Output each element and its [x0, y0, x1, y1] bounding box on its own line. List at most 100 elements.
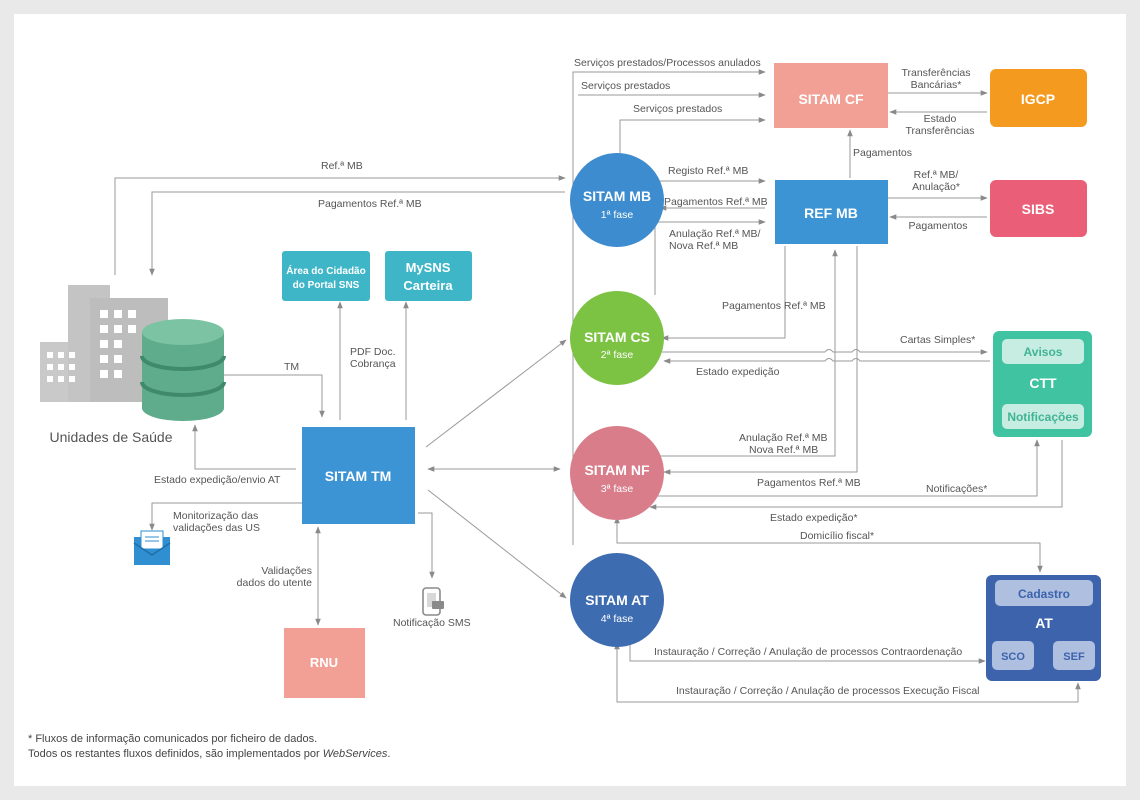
label-servicos-anulados: Serviços prestados/Processos anulados	[574, 57, 761, 69]
flow-pagamentos-ref-mb-left-line	[149, 191, 565, 276]
flow-cartas-simples-line	[662, 349, 988, 355]
label-cartas-simples: Cartas Simples*	[900, 334, 975, 346]
label-anulacao-l1: Anulação Ref.ª MB/	[669, 228, 761, 240]
sibs-box[interactable]: SIBS	[990, 180, 1087, 237]
label-estado-expedicao: Estado expedição	[696, 366, 780, 378]
flow-execucao-fiscal-line	[614, 642, 1081, 703]
footnote-line2-suffix: .	[387, 748, 390, 760]
flow-diagram: Serviços prestados/Processos anulados Se…	[28, 57, 1101, 760]
label-transferencias-l2: Bancárias*	[911, 79, 962, 91]
label-validacoes-l1: Validações	[261, 565, 312, 577]
label-monitorizacao-l1: Monitorização das	[173, 510, 258, 522]
label-domicilio-fiscal: Domicílio fiscal*	[800, 530, 874, 542]
diagram-frame: Serviços prestados/Processos anulados Se…	[14, 14, 1126, 786]
label-notificacoes: Notificações*	[926, 483, 987, 495]
area-cidadao-box[interactable]: Área do Cidadão do Portal SNS	[282, 251, 370, 301]
sitam-nf-circle[interactable]: SITAM NF 3ª fase	[570, 426, 664, 520]
at-label: AT	[1035, 615, 1053, 631]
ref-mb-label: REF MB	[804, 205, 858, 221]
flow-estado-expedicao-nf-line	[649, 440, 1063, 510]
area-cidadao-label-l2: do Portal SNS	[293, 280, 360, 291]
igcp-box[interactable]: IGCP	[990, 69, 1087, 127]
label-ref-mb: Ref.ª MB	[321, 160, 363, 172]
flow-domicilio-fiscal-line	[614, 516, 1043, 573]
label-registo-ref-mb: Registo Ref.ª MB	[668, 165, 748, 177]
label-anulacao-l2: Nova Ref.ª MB	[669, 240, 738, 252]
label-transferencias-l1: Transferências	[901, 67, 970, 79]
flow-monitorizacao-line	[149, 502, 302, 531]
label-pdf-l1: PDF Doc.	[350, 346, 396, 358]
ref-mb-box[interactable]: REF MB	[775, 180, 888, 244]
flow-tm-cs-line	[425, 339, 567, 448]
sibs-label: SIBS	[1022, 201, 1055, 217]
at-cadastro-label: Cadastro	[1018, 587, 1070, 601]
rnu-box[interactable]: RNU	[284, 628, 365, 698]
label-notificacao-sms: Notificação SMS	[393, 617, 471, 629]
label-ref-anulacao-l1: Ref.ª MB/	[914, 169, 959, 181]
sitam-cs-label: SITAM CS	[584, 329, 650, 345]
label-monitorizacao-l2: validações das US	[173, 522, 260, 534]
flow-anulacao-nf-line	[660, 249, 838, 457]
label-pagamentos-ref-mb-left: Pagamentos Ref.ª MB	[318, 198, 422, 210]
database-icon	[140, 319, 226, 421]
sitam-nf-phase: 3ª fase	[601, 483, 634, 495]
sitam-mb-phase: 1ª fase	[601, 209, 634, 221]
sitam-tm-label: SITAM TM	[325, 468, 392, 484]
label-tm: TM	[284, 361, 299, 373]
igcp-label: IGCP	[1021, 91, 1055, 107]
label-anulacao-nf-l1: Anulação Ref.ª MB	[739, 432, 828, 444]
mobile-phone-icon	[422, 587, 444, 616]
sitam-cf-label: SITAM CF	[798, 91, 864, 107]
flow-estado-envio-line	[192, 424, 296, 470]
flow-estado-expedicao-line	[663, 358, 990, 364]
flow-sms-line	[418, 512, 435, 579]
label-servicos-prestados-mb: Serviços prestados	[633, 103, 722, 115]
at-sco-label: SCO	[1001, 651, 1025, 663]
footnote-line2-prefix: Todos os restantes fluxos definidos, são…	[28, 748, 323, 760]
label-pdf-l2: Cobrança	[350, 358, 396, 370]
label-validacoes-l2: dados do utente	[237, 577, 312, 589]
footnote: * Fluxos de informação comunicados por f…	[28, 733, 390, 760]
label-ref-anulacao-l2: Anulação*	[912, 181, 960, 193]
rnu-label: RNU	[310, 655, 338, 670]
flow-ref-mb-line	[114, 175, 566, 275]
mysns-box[interactable]: MySNS Carteira	[385, 251, 472, 301]
label-servicos-prestados: Serviços prestados	[581, 80, 670, 92]
ctt-avisos-label: Avisos	[1024, 345, 1063, 359]
sitam-mb-circle[interactable]: SITAM MB 1ª fase	[570, 153, 664, 247]
label-anulacao-nf-l2: Nova Ref.ª MB	[749, 444, 818, 456]
mysns-label-l2: Carteira	[403, 278, 453, 293]
ctt-box[interactable]: Avisos CTT Notificações	[993, 331, 1092, 437]
at-box[interactable]: Cadastro AT SCO SEF	[986, 575, 1101, 681]
sitam-at-circle[interactable]: SITAM AT 4ª fase	[570, 553, 664, 647]
flow-labels: Serviços prestados/Processos anulados Se…	[154, 57, 987, 697]
sitam-cf-box[interactable]: SITAM CF	[774, 63, 888, 128]
label-pagamentos-ref-mb-cs: Pagamentos Ref.ª MB	[722, 300, 826, 312]
ctt-label: CTT	[1029, 375, 1057, 391]
label-contraordenacao: Instauração / Correção / Anulação de pro…	[654, 646, 962, 658]
unidades-saude-label: Unidades de Saúde	[50, 429, 173, 445]
sitam-nf-label: SITAM NF	[584, 462, 650, 478]
sitam-cs-circle[interactable]: SITAM CS 2ª fase	[570, 291, 664, 385]
mysns-label-l1: MySNS	[406, 260, 451, 275]
footnote-line2: Todos os restantes fluxos definidos, são…	[28, 748, 390, 760]
label-estado-transf-l2: Transferências	[905, 125, 974, 137]
area-cidadao-label-l1: Área do Cidadão	[286, 264, 365, 277]
sitam-tm-box[interactable]: SITAM TM	[302, 427, 415, 524]
flow-servicos-anulados-line	[572, 69, 766, 545]
sitam-at-label: SITAM AT	[585, 592, 649, 608]
label-estado-transf-l1: Estado	[924, 113, 957, 125]
flow-pagamentos-nf-line	[663, 246, 858, 475]
sitam-at-phase: 4ª fase	[601, 613, 634, 625]
flow-tm-line	[215, 374, 325, 418]
ctt-notificacoes-label: Notificações	[1007, 410, 1079, 424]
footnote-line1: * Fluxos de informação comunicados por f…	[28, 733, 317, 745]
connectors	[114, 69, 1081, 703]
sitam-mb-label: SITAM MB	[583, 188, 651, 204]
label-pagamentos-sibs: Pagamentos	[909, 220, 968, 232]
flow-notificacoes-line	[655, 439, 1040, 497]
flow-servicos-prestados-mb-line	[619, 117, 766, 155]
label-pagamentos-cf: Pagamentos	[853, 147, 912, 159]
label-estado-expedicao-nf: Estado expedição*	[770, 512, 858, 524]
at-sef-label: SEF	[1063, 651, 1085, 663]
